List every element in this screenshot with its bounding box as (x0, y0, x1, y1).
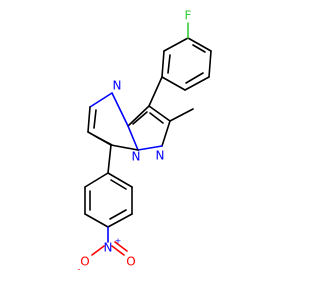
bond-n-o-right-1 (111, 245, 125, 256)
bond-pyr-inner-1 (149, 112, 164, 124)
bond-ph1-2 (208, 50, 212, 78)
atom-o-left-charge: - (78, 265, 81, 274)
bond-pyr-2 (161, 120, 171, 147)
atom-o-left: O (80, 255, 89, 269)
atom-f: F (185, 9, 192, 23)
atom-n-nitro: N (104, 241, 113, 255)
bond-ph2-3 (107, 213, 133, 228)
bond-pym-2 (89, 92, 113, 108)
atom-n-pyrazole-left: N (132, 150, 141, 164)
bond-pym-5 (110, 144, 139, 151)
bond-ph2-inner-1 (110, 179, 127, 190)
atom-n-pyrazole-right: N (156, 149, 165, 163)
bond-pym-1 (111, 92, 129, 127)
bond-pym-inner-2 (94, 135, 113, 146)
bond-ph1-inner-2 (185, 72, 204, 84)
bond-ph1-inner-3 (167, 54, 171, 74)
bond-pyr-1 (148, 105, 171, 122)
bond-aryl-to-pyrazole (148, 76, 163, 107)
molecule-diagram: F N N N N + O - O (78, 9, 212, 274)
bond-ph1-3 (184, 76, 210, 91)
bond-ph1-5 (161, 50, 165, 78)
molecule-svg: F N N N N + O - O (78, 9, 212, 274)
bond-ph1-inner-1 (192, 44, 206, 53)
bond-pyr-4 (127, 125, 139, 151)
atom-o-right: O (126, 255, 135, 269)
atom-n-pyrimidine-top: N (113, 79, 122, 93)
bond-ph2-1 (107, 172, 133, 188)
bond-ph2-4 (84, 213, 109, 228)
atom-n-nitro-charge: + (115, 237, 122, 246)
bond-ph1-1 (187, 37, 212, 52)
bond-ph2-6 (84, 172, 109, 188)
bond-n-o-right-2 (114, 241, 128, 252)
bond-methyl (169, 108, 194, 122)
bond-pym-inner-1 (93, 109, 97, 129)
bond-pym-3 (87, 106, 91, 133)
bond-pyr-5 (127, 105, 150, 127)
bond-ph1-4 (161, 76, 186, 91)
bond-ph2-inner-2 (109, 209, 127, 220)
bond-n-o-left (91, 245, 105, 256)
bond-pyr-3 (137, 145, 163, 151)
bond-pyr-inner-2 (132, 111, 148, 125)
bond-ph1-6 (163, 37, 189, 52)
bond-pyrimidine-to-aryl (107, 144, 112, 174)
